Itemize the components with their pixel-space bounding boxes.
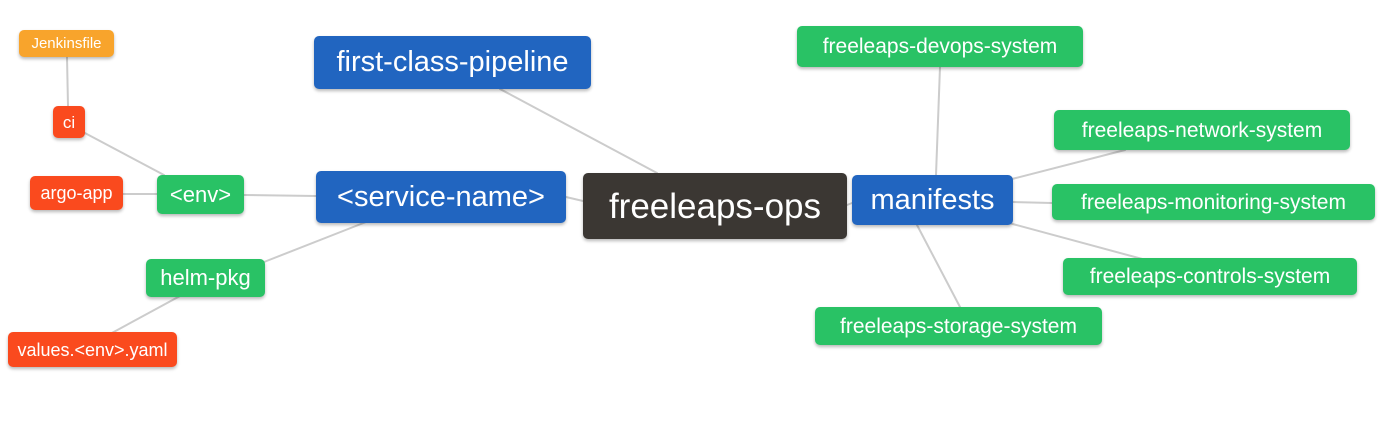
- edge-env-service-name: [243, 194, 317, 197]
- edge-manifests-devops-system: [935, 66, 941, 176]
- node-values-env-yaml[interactable]: values.<env>.yaml: [8, 332, 177, 367]
- node-jenkinsfile[interactable]: Jenkinsfile: [19, 30, 114, 57]
- edge-manifests-network-system: [1011, 149, 1126, 180]
- node-freeleaps-network-system[interactable]: freeleaps-network-system: [1054, 110, 1350, 150]
- node-service-name[interactable]: <service-name>: [316, 171, 566, 223]
- edge-first-class-pipeline-ops: [499, 88, 658, 174]
- edge-manifests-controls-system: [1008, 222, 1147, 261]
- edge-jenkinsfile-ci: [66, 56, 69, 107]
- node-freeleaps-ops[interactable]: freeleaps-ops: [583, 173, 847, 239]
- edge-ops-manifests: [846, 202, 853, 206]
- node-manifests[interactable]: manifests: [852, 175, 1013, 225]
- node-env[interactable]: <env>: [157, 175, 244, 214]
- node-helm-pkg[interactable]: helm-pkg: [146, 259, 265, 297]
- edge-service-name-ops: [565, 196, 584, 202]
- edge-manifests-storage-system: [916, 224, 961, 308]
- node-freeleaps-devops-system[interactable]: freeleaps-devops-system: [797, 26, 1083, 67]
- node-freeleaps-monitoring-system[interactable]: freeleaps-monitoring-system: [1052, 184, 1375, 220]
- edge-helm-pkg-service-name: [263, 221, 367, 263]
- edge-manifests-monitoring-system: [1012, 201, 1053, 204]
- node-freeleaps-storage-system[interactable]: freeleaps-storage-system: [815, 307, 1102, 345]
- node-freeleaps-controls-system[interactable]: freeleaps-controls-system: [1063, 258, 1357, 295]
- edge-ci-env: [82, 131, 165, 176]
- edge-values-env-yaml-helm-pkg: [109, 295, 181, 335]
- node-first-class-pipeline[interactable]: first-class-pipeline: [314, 36, 591, 89]
- node-ci[interactable]: ci: [53, 106, 85, 138]
- node-argo-app[interactable]: argo-app: [30, 176, 123, 210]
